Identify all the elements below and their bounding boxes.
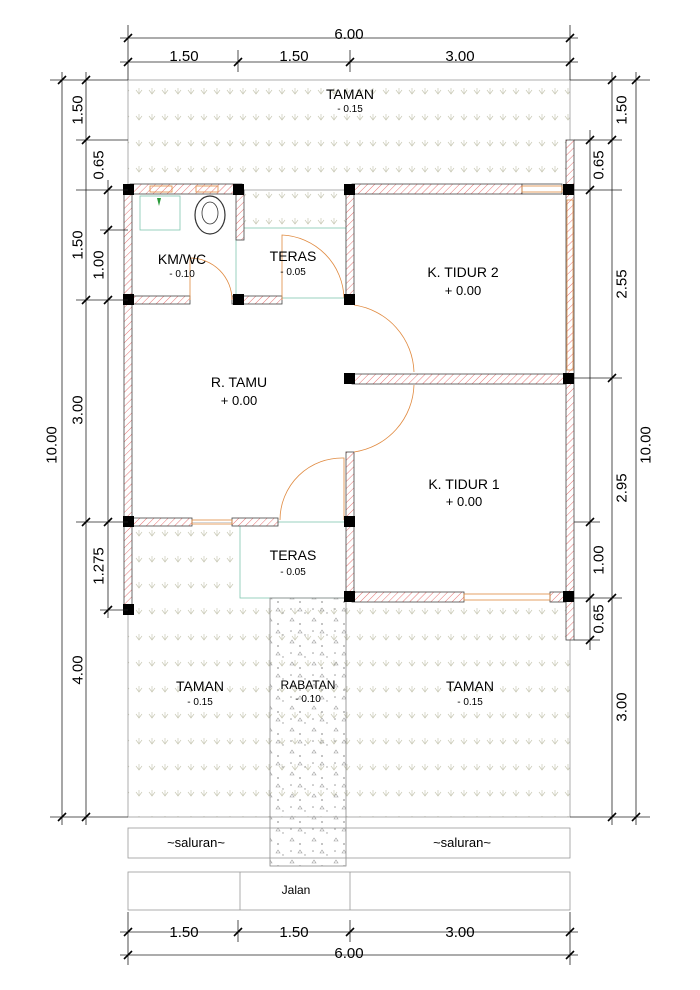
room-rabatan-name: RABATAN bbox=[280, 678, 336, 692]
dim-bottom-2: 1.50 bbox=[279, 924, 309, 941]
room-teras-top-name: TERAS bbox=[269, 248, 317, 264]
dim-top-2: 1.50 bbox=[279, 48, 309, 65]
room-taman-right-level: - 0.15 bbox=[457, 697, 483, 708]
dim-right-2: 2.55 bbox=[613, 269, 631, 299]
dim-left-1: 1.50 bbox=[69, 95, 87, 125]
columns bbox=[123, 184, 574, 615]
dim-left-in-2: 1.00 bbox=[90, 250, 108, 280]
dim-left-in-3: 1.275 bbox=[90, 547, 108, 585]
dim-left-total: 10.00 bbox=[43, 426, 61, 464]
room-teras-bottom-name: TERAS bbox=[269, 547, 317, 563]
dim-right-3: 2.95 bbox=[613, 473, 631, 503]
room-teras-bottom-level: - 0.05 bbox=[280, 567, 306, 578]
dim-right-in-1: 0.65 bbox=[590, 150, 608, 180]
saluran-left-label: ~saluran~ bbox=[167, 835, 225, 850]
bathroom-fixtures bbox=[139, 195, 226, 235]
room-tamu-name: R. TAMU bbox=[210, 374, 268, 390]
dim-right-total: 10.00 bbox=[637, 426, 655, 464]
room-tidur2-name: K. TIDUR 2 bbox=[427, 264, 499, 280]
room-teras-top-level: - 0.05 bbox=[280, 267, 306, 278]
dim-bottom-3: 3.00 bbox=[445, 924, 475, 941]
room-taman-top-name: TAMAN bbox=[326, 86, 374, 102]
dim-top-total: 6.00 bbox=[334, 26, 364, 43]
room-taman-left-name: TAMAN bbox=[176, 678, 224, 694]
rabatan-path bbox=[269, 597, 347, 867]
windows bbox=[149, 185, 574, 601]
room-taman-right-name: TAMAN bbox=[446, 678, 494, 694]
doors bbox=[189, 234, 415, 521]
room-tidur1-level: + 0.00 bbox=[445, 494, 483, 509]
dim-left-4: 4.00 bbox=[69, 655, 87, 685]
room-rabatan-level: - 0.10 bbox=[295, 694, 321, 705]
dim-right-in-2: 1.00 bbox=[590, 545, 608, 575]
toilet-icon bbox=[194, 195, 226, 235]
dim-bottom-1: 1.50 bbox=[169, 924, 199, 941]
dim-right-4: 3.00 bbox=[613, 692, 631, 722]
room-tidur2-level: + 0.00 bbox=[444, 283, 482, 298]
room-taman-top-level: - 0.15 bbox=[337, 104, 363, 115]
room-tamu-level: + 0.00 bbox=[220, 393, 258, 408]
tap-icon bbox=[157, 198, 161, 206]
garden-top bbox=[127, 79, 571, 191]
teras-bottom-floor bbox=[239, 521, 351, 599]
garden-right-strip bbox=[236, 190, 346, 230]
teras-top-floor bbox=[235, 227, 347, 299]
room-taman-left-level: - 0.15 bbox=[187, 697, 213, 708]
jalan-label: Jalan bbox=[281, 883, 311, 897]
dim-top-3: 3.00 bbox=[445, 48, 475, 65]
dim-top-1: 1.50 bbox=[169, 48, 199, 65]
saluran-right-label: ~saluran~ bbox=[433, 835, 491, 850]
dim-bottom-total: 6.00 bbox=[334, 945, 364, 962]
street-area bbox=[127, 827, 571, 911]
room-tidur1-name: K. TIDUR 1 bbox=[428, 476, 500, 492]
dim-left-2: 1.50 bbox=[69, 230, 87, 260]
room-kmwc-name: KM/WC bbox=[157, 251, 207, 267]
dim-left-3: 3.00 bbox=[69, 395, 87, 425]
dim-right-in-3: 0.65 bbox=[590, 604, 608, 634]
dim-right-1: 1.50 bbox=[613, 95, 631, 125]
dim-left-in-1: 0.65 bbox=[90, 150, 108, 180]
room-kmwc-level: - 0.10 bbox=[169, 269, 195, 280]
dimension-ticks bbox=[57, 33, 641, 960]
